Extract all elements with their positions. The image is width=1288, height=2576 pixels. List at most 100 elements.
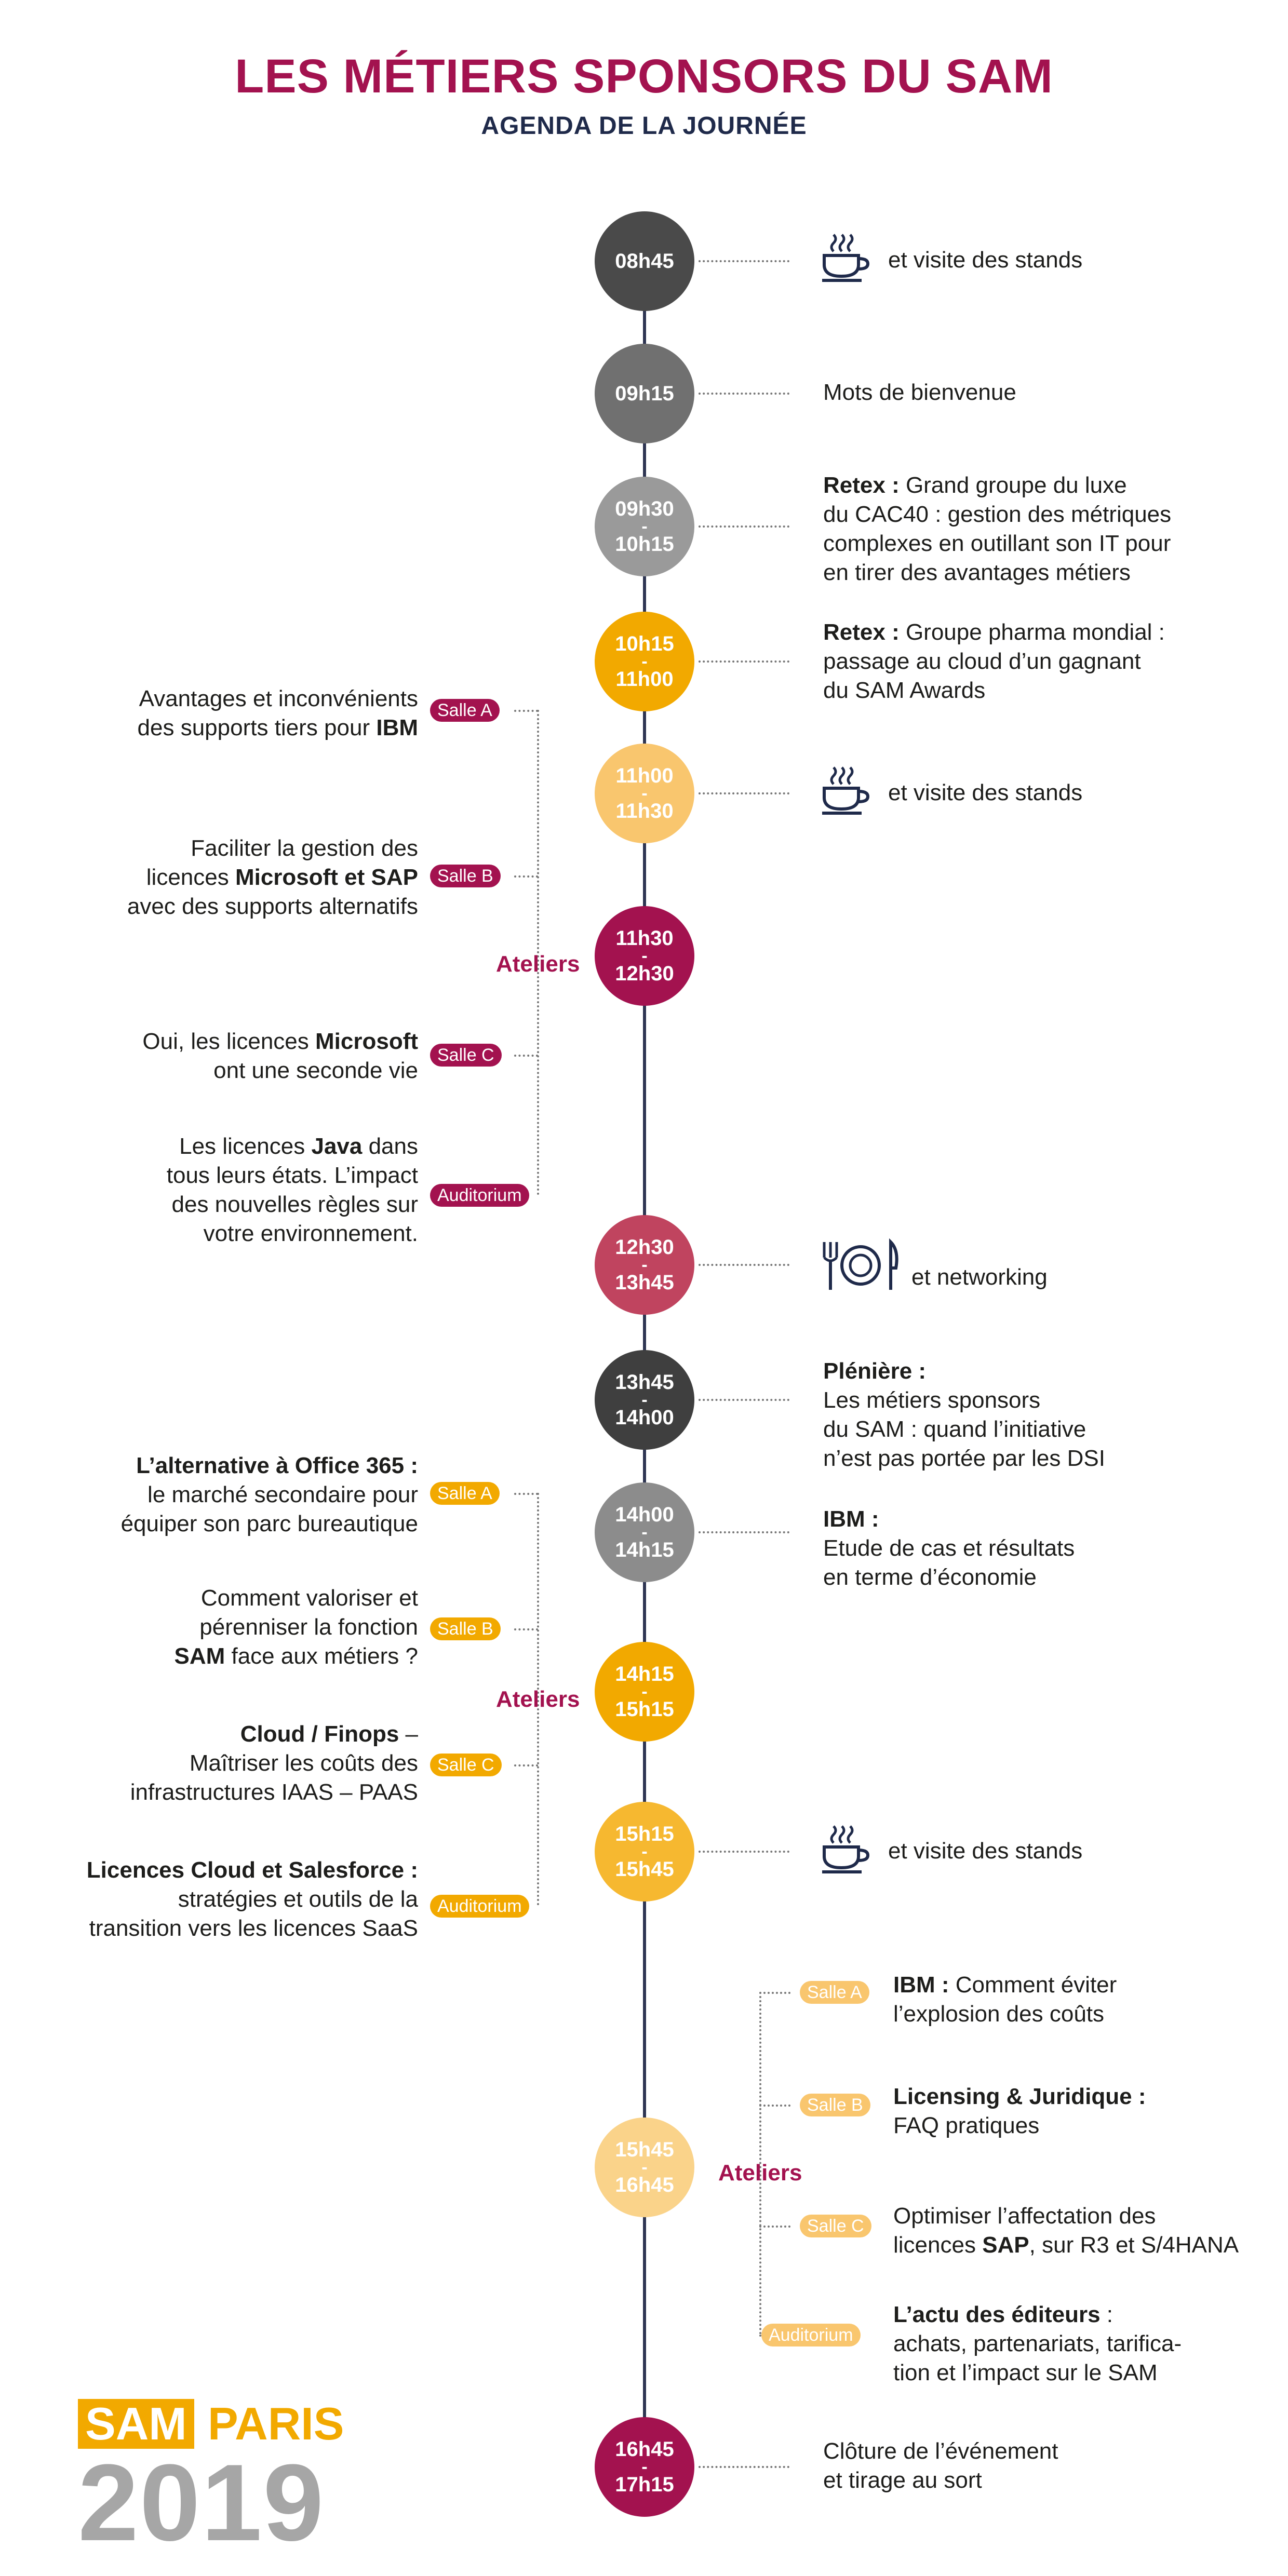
event-retex-2: Retex : Groupe pharma mondial : passage … [823,618,1270,705]
event-line: SAM face aux métiers ? [174,1643,418,1669]
workshop-1-salle-c: Oui, les licences Microsoft ont une seco… [52,1027,418,1085]
time-start: 11h30 [615,927,674,950]
event-line-text: Groupe pharma mondial : [905,619,1165,645]
time-end: 12h30 [615,962,674,985]
time-start: 09h15 [615,382,674,405]
time-circle-1100: 11h00 - 11h30 [595,744,694,843]
event-line: Maîtriser les coûts des [189,1750,418,1776]
event-line: Cloud / Finops – [240,1721,418,1747]
time-start: 14h15 [615,1663,674,1685]
event-line: pérenniser la fonction [199,1614,418,1640]
room-badge-auditorium: Auditorium [430,1184,529,1207]
coffee-cup-icon [818,761,875,818]
time-end: 15h45 [615,1858,674,1881]
event-line: FAQ pratiques [893,2113,1040,2138]
event-line: licences SAP, sur R3 et S/4HANA [893,2232,1239,2258]
time-end: 11h00 [615,668,674,691]
event-coffee-text: et visite des stands [888,247,1083,273]
event-line: Comment valoriser et [200,1585,418,1611]
time-circle-1345: 13h45 - 14h00 [595,1350,694,1450]
time-start: 11h00 [615,764,674,787]
room-badge-salle-b: Salle B [430,865,501,887]
room-badge-salle-c: Salle C [800,2215,871,2237]
logo-year: 2019 [78,2442,325,2564]
event-line: des nouvelles règles sur [171,1192,418,1217]
connector [699,2466,789,2468]
workshop-3-salle-c: Optimiser l’affectation des licences SAP… [893,2202,1278,2260]
event-line: tous leurs états. L’impact [166,1163,418,1188]
time-circle-1545: 15h45 - 16h45 [595,2118,694,2217]
room-badge-salle-a: Salle A [430,699,500,722]
time-start: 08h45 [615,250,674,273]
event-label: Plénière : [823,1358,927,1384]
event-line: du SAM : quand l’initiative [823,1417,1086,1442]
workshop-2-auditorium: Licences Cloud et Salesforce : stratégie… [42,1856,418,1943]
time-dash: - [641,784,648,803]
event-retex-1: Retex : Grand groupe du luxe du CAC40 : … [823,471,1270,587]
connector [514,1055,538,1057]
workshop-1-salle-b: Faciliter la gestion des licences Micros… [52,834,418,921]
event-line: transition vers les licences SaaS [89,1916,418,1941]
event-line: Optimiser l’affectation des [893,2203,1156,2229]
workshop-bracket [537,710,539,1195]
event-pleniere: Plénière : Les métiers sponsors du SAM :… [823,1357,1270,1473]
time-start: 16h45 [615,2438,674,2461]
room-badge-auditorium: Auditorium [430,1895,529,1918]
event-line: Clôture de l’événement [823,2438,1058,2464]
event-line: Oui, les licences Microsoft [142,1029,418,1054]
time-start: 13h45 [615,1371,674,1394]
connector [699,792,789,794]
connector [699,260,789,262]
event-line: Licences Cloud et Salesforce : [86,1857,418,1883]
time-dash: - [641,946,648,966]
time-circle-1645: 16h45 - 17h15 [595,2417,694,2517]
workshop-label: Ateliers [496,1687,580,1712]
connector [699,393,789,395]
time-start: 15h15 [615,1823,674,1845]
room-badge-salle-a: Salle A [800,1981,869,2004]
time-circle-1400: 14h00 - 14h15 [595,1482,694,1582]
time-end: 17h15 [615,2473,674,2496]
time-end: 11h30 [615,800,674,822]
workshop-3-auditorium: L’actu des éditeurs : achats, partenaria… [893,2300,1267,2388]
event-line: ont une seconde vie [213,1058,418,1083]
time-dash: - [641,1522,648,1542]
room-badge-salle-b: Salle B [800,2094,870,2116]
connector [699,1399,789,1401]
event-line: Retex : Grand groupe du luxe [823,471,1270,500]
page-subtitle: AGENDA DE LA JOURNÉE [481,112,807,140]
time-dash: - [641,1390,648,1410]
event-coffee-text: et visite des stands [888,1838,1083,1864]
event-line: et tirage au sort [823,2467,982,2493]
page-title: LES MÉTIERS SPONSORS DU SAM [235,50,1053,103]
time-start: 15h45 [615,2138,674,2161]
event-line: Faciliter la gestion des [191,835,418,861]
connector [514,710,538,712]
coffee-cup-icon [818,1820,875,1877]
time-dash: - [641,2157,648,2177]
connector [759,1992,790,1994]
event-line: complexes en outillant son IT pour [823,531,1171,556]
event-line: du SAM Awards [823,678,986,703]
time-end: 14h00 [615,1406,674,1429]
connector [699,1851,789,1853]
event-ibm: IBM : Etude de cas et résultats en terme… [823,1505,1270,1592]
room-badge-auditorium: Auditorium [761,2324,861,2346]
workshop-1-auditorium: Les licences Java dans tous leurs états.… [52,1132,418,1248]
event-line: L’actu des éditeurs : [893,2302,1113,2327]
event-line: des supports tiers pour IBM [137,715,418,740]
time-circle-1015: 10h15 - 11h00 [595,612,694,711]
event-line: le marché secondaire pour [147,1482,418,1507]
connector [699,1264,789,1266]
time-circle-0915: 09h15 [595,344,694,443]
event-line: Avantages et inconvénients [139,686,418,711]
event-line-text: Grand groupe du luxe [905,473,1127,498]
event-line: avec des supports alternatifs [127,894,418,919]
event-line: passage au cloud d’un gagnant [823,649,1141,674]
time-end: 10h15 [615,533,674,556]
workshop-3-salle-b: Licensing & Juridique : FAQ pratiques [893,2082,1267,2140]
time-dash: - [641,1255,648,1275]
time-circle-1230: 12h30 - 13h45 [595,1215,694,1315]
event-line: Etude de cas et résultats [823,1535,1075,1561]
logo-paris: PARIS [208,2398,344,2449]
